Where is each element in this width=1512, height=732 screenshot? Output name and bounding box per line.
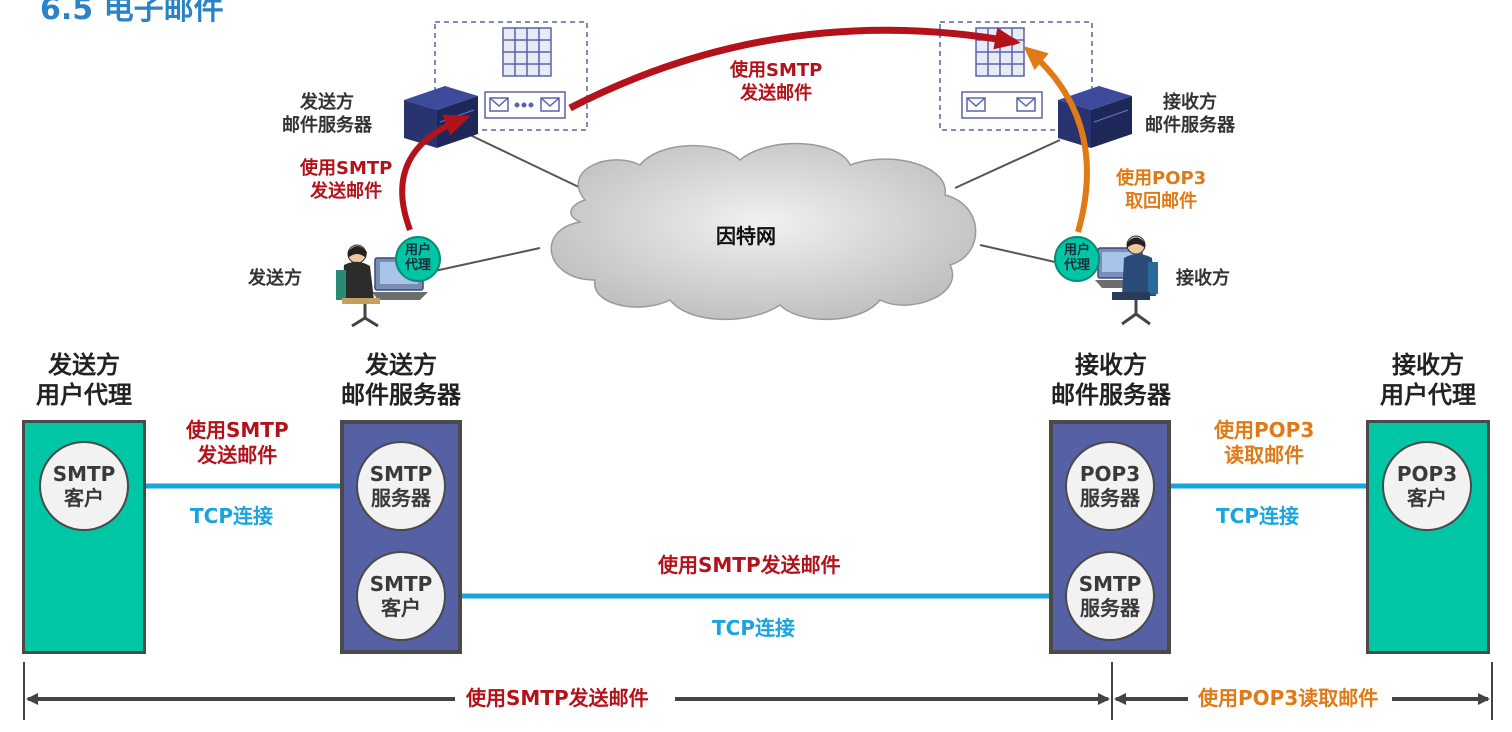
sender-mailbox-grid-icon bbox=[502, 27, 552, 77]
internet-cloud-icon bbox=[550, 142, 977, 321]
receiver-label: 接收方 bbox=[1176, 268, 1230, 289]
sender-agent-title: 发送方用户代理 bbox=[36, 351, 132, 409]
span-lines bbox=[23, 662, 1493, 720]
sender-server-icon bbox=[404, 86, 478, 148]
receiver-server-title: 接收方邮件服务器 bbox=[1051, 351, 1171, 409]
sender-mail-tray-icon bbox=[484, 91, 566, 119]
smtp-send-label-2: 使用SMTP发送邮件 bbox=[658, 553, 841, 577]
span-smtp-label: 使用SMTP发送邮件 bbox=[466, 686, 649, 710]
internet-label: 因特网 bbox=[716, 224, 776, 248]
sender-server-box bbox=[434, 21, 588, 131]
receiver-mail-tray-icon bbox=[961, 91, 1043, 119]
sender-server-label: 发送方邮件服务器 bbox=[282, 92, 372, 136]
receiver-server-label: 接收方邮件服务器 bbox=[1145, 92, 1235, 136]
pop3-fetch-arrow bbox=[1023, 46, 1090, 233]
receiver-server-box bbox=[939, 21, 1093, 131]
tcp-label-1: TCP连接 bbox=[190, 504, 273, 528]
sender-server-title: 发送方邮件服务器 bbox=[341, 351, 461, 409]
receiver-user-agent-badge: 用户代理 bbox=[1054, 236, 1100, 282]
tcp-label-2: TCP连接 bbox=[712, 616, 795, 640]
tcp-label-3: TCP连接 bbox=[1216, 504, 1299, 528]
sender-user-agent-badge: 用户代理 bbox=[395, 236, 441, 282]
span-pop3-label: 使用POP3读取邮件 bbox=[1198, 686, 1379, 710]
slide-title: 6.5 电子邮件 bbox=[40, 0, 224, 27]
smtp-transfer-arrow bbox=[568, 26, 1021, 112]
sender-label: 发送方 bbox=[248, 268, 302, 289]
network-lines bbox=[429, 134, 1061, 273]
receiver-person-icon bbox=[1095, 235, 1158, 326]
smtp-upload-arrow bbox=[399, 114, 471, 232]
receiver-agent-title: 接收方用户代理 bbox=[1380, 351, 1476, 409]
